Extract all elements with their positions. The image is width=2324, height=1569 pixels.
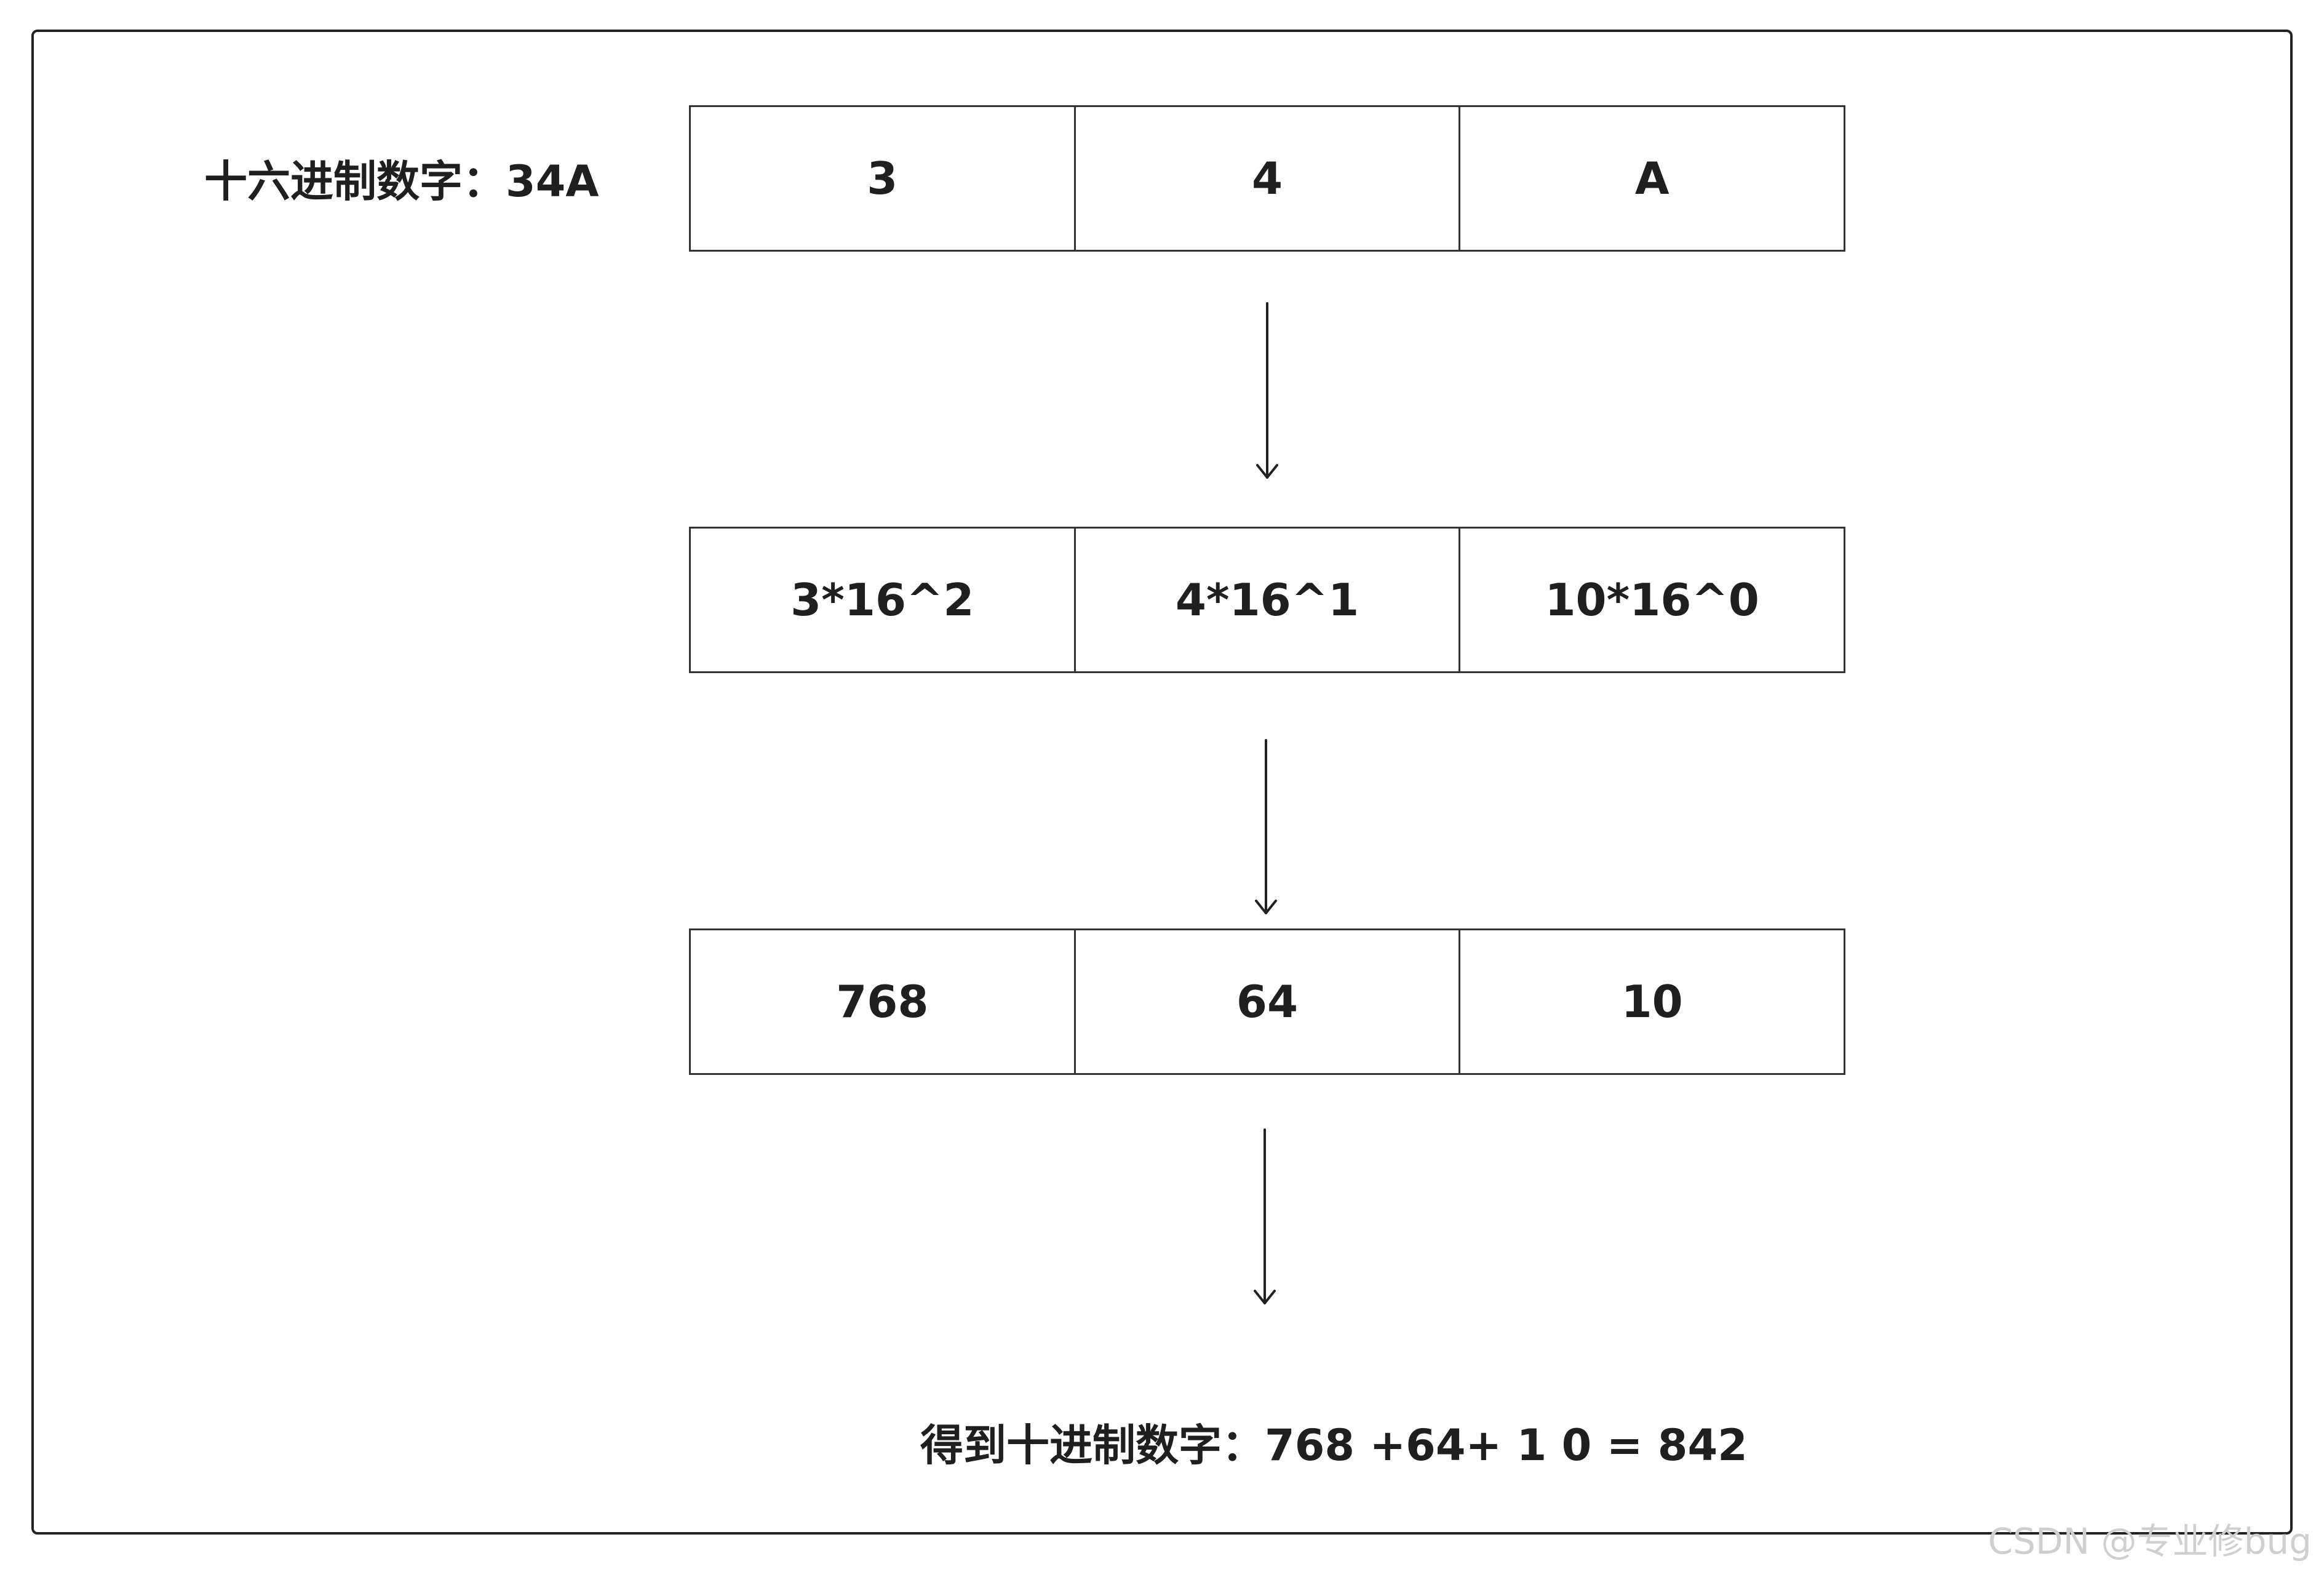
- row-decimal-values: 768 64 10: [689, 928, 1845, 1075]
- cell-term-2: 4*16^1: [1076, 529, 1461, 671]
- cell-value-2: 64: [1076, 930, 1461, 1073]
- cell-digit-2: 4: [1076, 107, 1461, 250]
- cell-term-3: 10*16^0: [1545, 574, 1759, 626]
- hex-number-label: 十六进制数字：34A: [204, 156, 599, 207]
- diagram-frame: [31, 30, 2293, 1535]
- cell-term-1: 3*16^2: [691, 529, 1076, 671]
- cell-digit-3: A: [1634, 153, 1669, 204]
- cell-digit-1: 3: [691, 107, 1076, 250]
- row-hex-digits: 3 4 A: [689, 105, 1845, 252]
- cell-value-3: 10: [1621, 976, 1683, 1028]
- row-weighted-terms: 3*16^2 4*16^1 10*16^0: [689, 527, 1845, 673]
- watermark: CSDN @专业修bug: [1988, 1520, 2312, 1562]
- cell-value-1: 768: [691, 930, 1076, 1073]
- decimal-result-label: 得到十进制数字：768 +64+ 1 0 = 842: [920, 1420, 1748, 1471]
